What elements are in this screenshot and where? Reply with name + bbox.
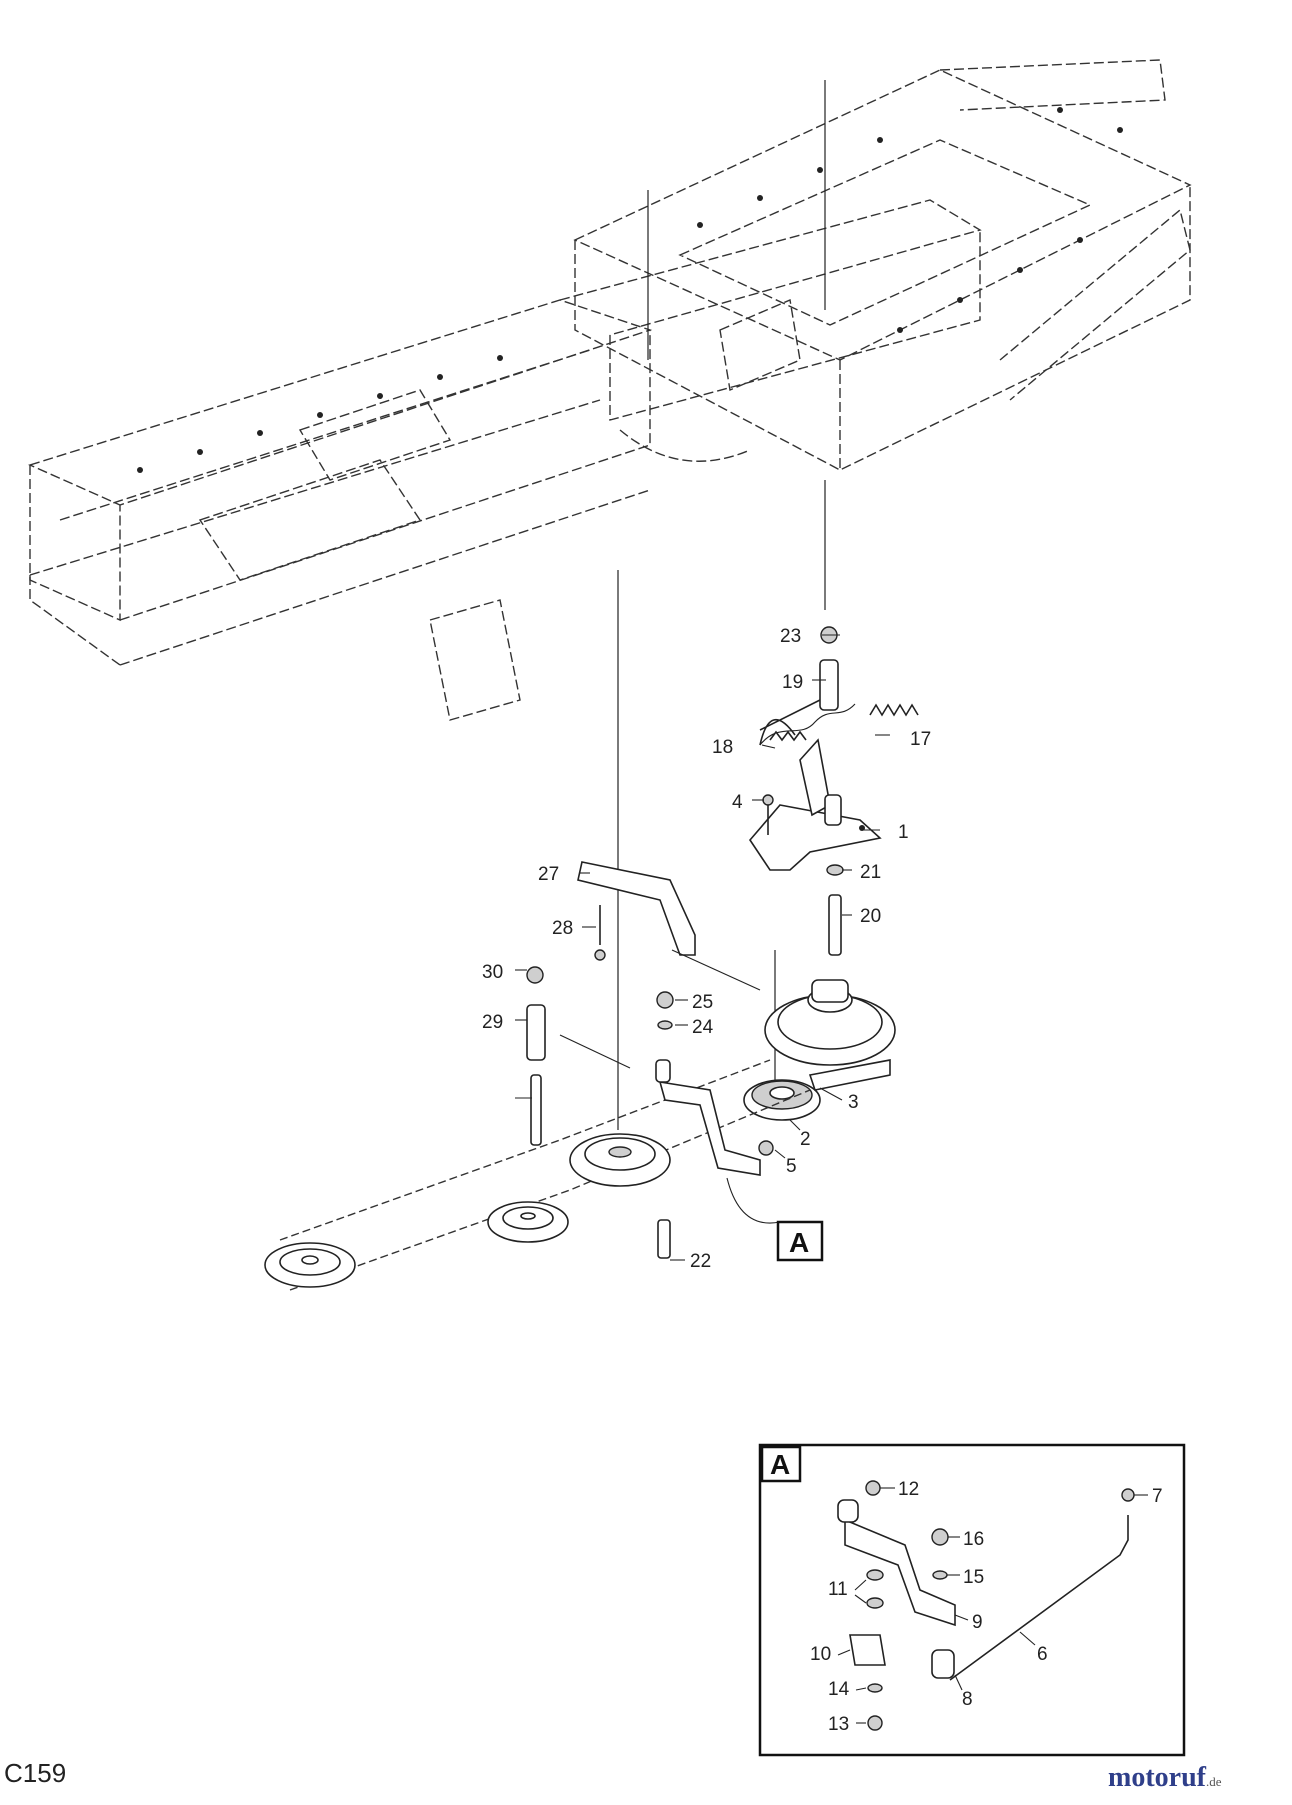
bolt-4-head xyxy=(762,794,774,806)
callout-27: 28 xyxy=(552,918,573,939)
arm-spacer xyxy=(655,1059,671,1083)
page-code: C159 xyxy=(4,1758,67,1788)
callout-17: 17 xyxy=(910,729,931,750)
nut-5-part xyxy=(758,1140,774,1156)
inset-trunnion-8 xyxy=(931,1649,955,1679)
inset-washer-15 xyxy=(932,1570,948,1580)
callout-30: 30 xyxy=(482,962,503,983)
belt-end-3 xyxy=(808,1059,891,1091)
idler-pulley-2-part xyxy=(743,1079,821,1121)
inset-nut-13 xyxy=(867,1715,883,1731)
inset-label: A xyxy=(770,1449,790,1480)
inset-washer-11b xyxy=(866,1597,884,1609)
bolt-27-head xyxy=(594,949,606,961)
inset-callout-10: 10 xyxy=(810,1644,831,1665)
callout-25: 25 xyxy=(692,992,713,1013)
callout-1: 1 xyxy=(898,822,909,843)
inset-callout-11: 11 xyxy=(828,1579,848,1600)
main-callouts: 23 19 18 17 4 1 27 21 28 20 30 25 29 24 … xyxy=(482,626,931,1272)
washer-21-part xyxy=(826,864,844,876)
spindle-pulleys xyxy=(264,1133,671,1288)
inset-nut-16 xyxy=(931,1528,949,1546)
callout-18: 18 xyxy=(712,737,733,758)
nut-25-part xyxy=(656,991,674,1009)
inset-callout-8: 8 xyxy=(962,1689,973,1710)
tension-arm-part xyxy=(658,1081,761,1176)
spring-coil-17 xyxy=(869,703,919,717)
callout-20: 20 xyxy=(860,906,881,927)
frame-holes xyxy=(137,107,1123,473)
brand-name: motoruf xyxy=(1108,1762,1206,1793)
inset-washer-11a xyxy=(866,1569,884,1581)
spacer-19-part xyxy=(819,659,839,711)
callout-3: 3 xyxy=(848,1092,859,1113)
callout-4: 4 xyxy=(732,792,743,813)
tractor-frame xyxy=(28,59,1192,721)
inset-washer-14 xyxy=(867,1683,883,1693)
bolt-20-part xyxy=(828,894,842,956)
inset-callout-16: 16 xyxy=(963,1529,984,1550)
bolt-29-part xyxy=(530,1074,542,1146)
detail-marker-a: A xyxy=(776,1220,824,1262)
callout-26: 27 xyxy=(538,864,559,885)
inset-callout-12: 12 xyxy=(898,1479,919,1500)
callout-28: 29 xyxy=(482,1012,503,1033)
nut-30-part xyxy=(526,966,544,984)
callout-2: 2 xyxy=(800,1129,811,1150)
callout-21: 21 xyxy=(860,862,881,883)
callout-22: 23 xyxy=(780,626,801,647)
leader-26 xyxy=(671,949,761,991)
inset-clip-7 xyxy=(1121,1488,1135,1502)
leader-28 xyxy=(559,1034,631,1069)
bracket-26-part xyxy=(577,861,696,956)
drive-belt-part xyxy=(279,1059,811,1291)
inset-lever-part xyxy=(844,1518,956,1627)
brand-logo: motoruf.de xyxy=(1108,1762,1222,1794)
spacer-28-part xyxy=(526,1004,546,1061)
brand-suffix: .de xyxy=(1205,1774,1222,1789)
bolt-23-part xyxy=(657,1219,671,1259)
inset-callout-7: 7 xyxy=(1152,1486,1163,1507)
inset-bolt-12 xyxy=(865,1480,881,1496)
inset-callout-9: 9 xyxy=(972,1612,983,1633)
inset-callout-14: 14 xyxy=(828,1679,850,1700)
detail-inset-a: A 12 7 16 15 11 9 10 6 14 8 xyxy=(758,1443,1186,1757)
inset-rod-6 xyxy=(949,1515,1129,1681)
detail-marker-label: A xyxy=(789,1227,809,1258)
inset-bracket-10 xyxy=(849,1634,886,1666)
washer-24-part xyxy=(657,1020,673,1030)
inset-callout-13: 13 xyxy=(828,1714,849,1735)
callout-19: 19 xyxy=(782,672,803,693)
inset-spacer xyxy=(837,1499,859,1523)
inset-callout-6: 6 xyxy=(1037,1644,1048,1665)
drive-pulley-part xyxy=(764,979,896,1066)
callout-leaders xyxy=(515,634,890,1261)
callout-5: 5 xyxy=(786,1156,797,1177)
callout-23: 22 xyxy=(690,1251,711,1272)
inset-callout-15: 15 xyxy=(963,1567,984,1588)
detail-arrow xyxy=(726,1177,781,1224)
idler-arm-part xyxy=(748,738,882,871)
spring-coil-18 xyxy=(769,730,807,742)
callout-24: 24 xyxy=(692,1017,714,1038)
